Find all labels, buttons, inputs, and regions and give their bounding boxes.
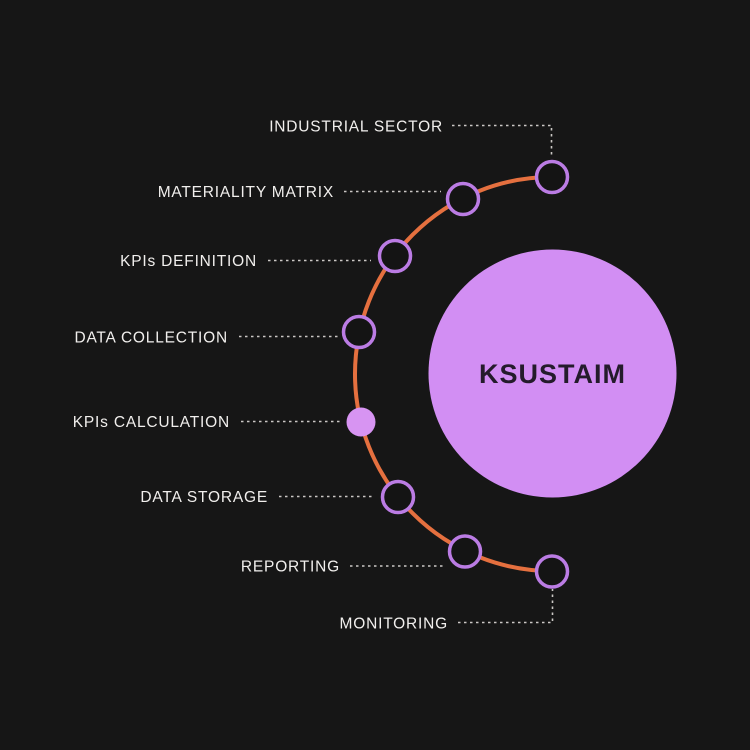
connector-line-industrial-sector [452,124,553,157]
step-node-kpis-definition [377,238,413,274]
step-label-industrial-sector: INDUSTRIAL SECTOR [269,119,443,136]
step-label-data-collection: DATA COLLECTION [74,330,228,347]
step-node-reporting [447,534,483,569]
step-label-reporting: REPORTING [241,559,340,576]
step-node-data-collection [341,314,377,350]
step-node-data-storage [380,479,416,515]
step-node-monitoring [534,554,570,589]
step-label-data-storage: DATA STORAGE [140,489,268,506]
step-label-kpis-definition: KPIs DEFINITION [120,253,257,270]
step-label-kpis-calculation: KPIs CALCULATION [73,414,230,431]
center-title: KSUSTAIM [479,359,626,389]
step-node-industrial-sector [534,159,570,195]
step-node-materiality-matrix [445,181,481,217]
center-circle [428,249,677,498]
step-label-monitoring: MONITORING [340,616,448,633]
step-node-kpis-calculation-active [346,407,376,437]
step-label-materiality-matrix: MATERIALITY MATRIX [158,184,334,201]
connector-line-monitoring [458,589,554,624]
